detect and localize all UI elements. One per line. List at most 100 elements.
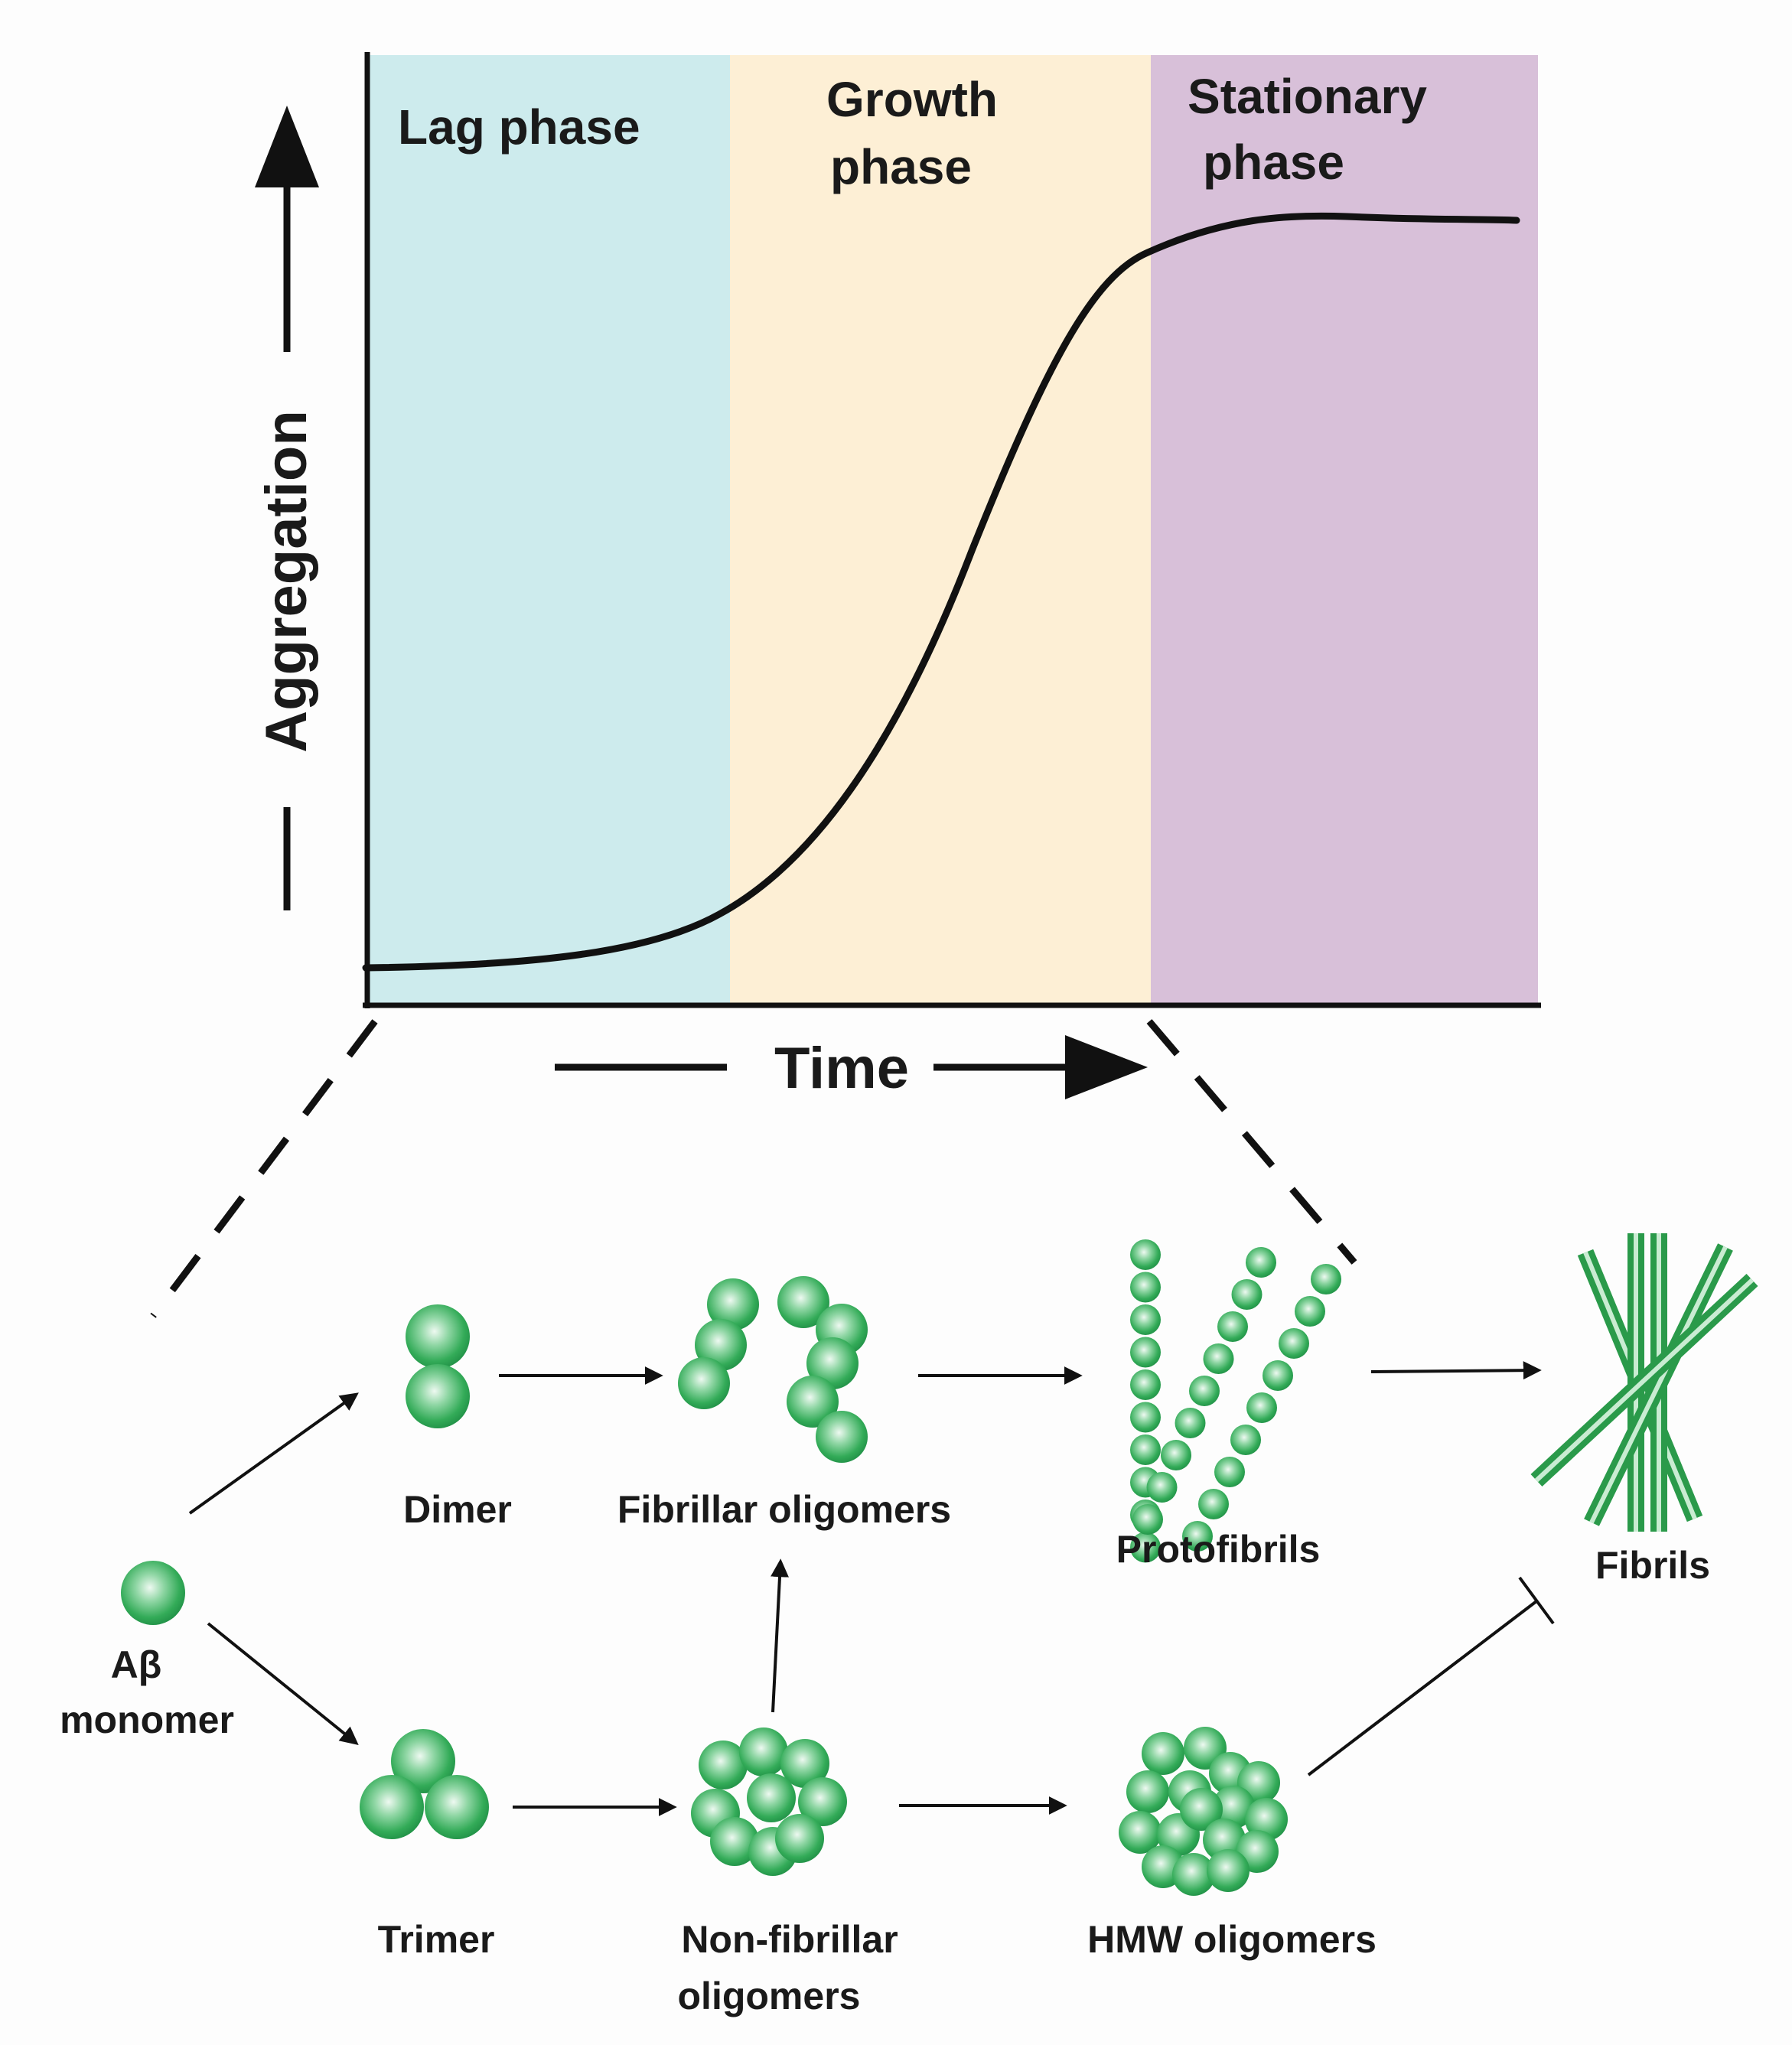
x-axis-title: Time	[555, 1035, 1148, 1101]
sphere	[1189, 1376, 1220, 1406]
kinetics-plot: Lag phase Growth phase Stationary phase	[362, 52, 1541, 1008]
sphere	[1130, 1434, 1161, 1465]
sphere	[1246, 1247, 1276, 1278]
non-fibrillar-oligomers-label-line1: Non-fibrillar	[681, 1918, 898, 1961]
sphere	[775, 1814, 824, 1863]
non-fibrillar-oligomers-label-line2: oligomers	[678, 1975, 861, 2017]
monomer-label-line2: monomer	[60, 1698, 234, 1741]
stationary-phase-region	[1151, 55, 1538, 1004]
trimer-label: Trimer	[378, 1918, 495, 1961]
sphere	[1217, 1311, 1248, 1342]
sphere	[816, 1411, 868, 1463]
dimer-label: Dimer	[403, 1488, 512, 1531]
stationary-phase-label-line2: phase	[1203, 135, 1344, 190]
sphere	[1130, 1369, 1161, 1400]
sphere	[406, 1364, 470, 1428]
sphere	[1212, 1786, 1255, 1828]
sphere	[747, 1773, 796, 1822]
sphere	[1130, 1272, 1161, 1303]
sphere	[1245, 1798, 1288, 1841]
sphere	[360, 1775, 424, 1839]
arrow-monomer-to-trimer	[207, 1622, 359, 1746]
fibrils-glyph	[1530, 1233, 1758, 1532]
dimer-glyph	[406, 1304, 470, 1428]
sphere	[780, 1739, 829, 1788]
sphere	[1161, 1440, 1191, 1470]
inhibition-hmw-oligomers-to-fibrils	[1307, 1600, 1538, 1776]
fibrils-label: Fibrils	[1595, 1544, 1710, 1587]
sphere	[1263, 1360, 1293, 1391]
lag-phase-label: Lag phase	[398, 99, 640, 155]
growth-phase-label-line1: Growth	[826, 72, 998, 127]
sphere	[1142, 1732, 1184, 1775]
sphere	[1126, 1770, 1169, 1813]
growth-phase-region	[730, 55, 1151, 1004]
trimer-glyph	[360, 1729, 489, 1839]
fibril-rod	[1584, 1243, 1733, 1526]
zoom-dashed-line-right	[1146, 1019, 1357, 1265]
sphere	[1130, 1402, 1161, 1433]
arrow-monomer-to-dimer	[188, 1392, 359, 1515]
sphere	[1182, 1521, 1213, 1552]
sphere	[1295, 1296, 1325, 1327]
species-labels: Aβ monomer Dimer Fibrillar oligomers Pro…	[60, 1488, 1710, 2017]
protofibrils-glyph	[1130, 1239, 1341, 1563]
arrow-non-fibrillar-to-fibrillar-oligomers	[771, 1558, 790, 1713]
fibrillar-oligomers-label: Fibrillar oligomers	[617, 1488, 951, 1531]
sphere	[1230, 1425, 1261, 1455]
sphere	[806, 1337, 859, 1389]
sphere	[406, 1304, 470, 1369]
sphere	[1311, 1264, 1341, 1294]
sphere	[121, 1561, 185, 1625]
sphere	[707, 1278, 759, 1330]
sphere	[787, 1376, 839, 1428]
sphere	[391, 1729, 455, 1793]
sphere	[1175, 1408, 1206, 1438]
sphere	[678, 1357, 730, 1409]
sigmoid-curve	[362, 212, 1520, 972]
sphere	[1132, 1504, 1163, 1535]
pathway-arrows	[188, 1361, 1555, 1816]
y-axis-title: Aggregation	[254, 106, 319, 910]
sphere	[710, 1817, 759, 1866]
monomer-label-line1: Aβ	[111, 1643, 162, 1686]
zoom-dashed-line-left	[150, 1019, 378, 1318]
x-axis-arrow-head	[1065, 1035, 1148, 1099]
fibrillar-oligomers-glyph	[678, 1276, 868, 1463]
sphere	[1231, 1279, 1263, 1310]
sphere	[1180, 1788, 1223, 1831]
pathway-species	[121, 1239, 1341, 1896]
sphere	[1146, 1472, 1178, 1503]
lag-phase-region	[367, 55, 730, 1004]
fibril-rod	[1530, 1273, 1758, 1487]
sphere	[1130, 1239, 1161, 1270]
sphere	[798, 1777, 847, 1826]
monomer-glyph	[121, 1561, 185, 1625]
sphere	[1207, 1849, 1250, 1892]
sphere	[1279, 1328, 1309, 1359]
sphere	[1119, 1811, 1162, 1854]
sphere	[1246, 1392, 1277, 1423]
sphere	[699, 1741, 748, 1789]
y-axis-label: Aggregation	[254, 410, 319, 753]
inhibition-bar	[1518, 1576, 1555, 1625]
sphere	[1198, 1489, 1229, 1519]
sphere	[777, 1276, 829, 1328]
hmw-oligomers-glyph	[1119, 1727, 1288, 1896]
sphere	[425, 1775, 489, 1839]
sphere	[1214, 1457, 1245, 1487]
protofibrils-label: Protofibrils	[1116, 1528, 1321, 1571]
growth-phase-label-line2: phase	[830, 139, 972, 194]
sphere	[1130, 1532, 1161, 1563]
x-axis-label: Time	[774, 1036, 909, 1101]
hmw-oligomers-label: HMW oligomers	[1087, 1918, 1377, 1961]
sphere	[1172, 1853, 1215, 1896]
sphere	[739, 1728, 788, 1776]
sphere	[1130, 1304, 1161, 1335]
arrow-protofibrils-to-fibrils	[1370, 1361, 1542, 1380]
y-axis-arrow-head	[255, 106, 319, 187]
non-fibrillar-oligomers-glyph	[691, 1728, 847, 1876]
sphere	[1130, 1337, 1161, 1368]
stationary-phase-label-line1: Stationary	[1188, 69, 1427, 124]
